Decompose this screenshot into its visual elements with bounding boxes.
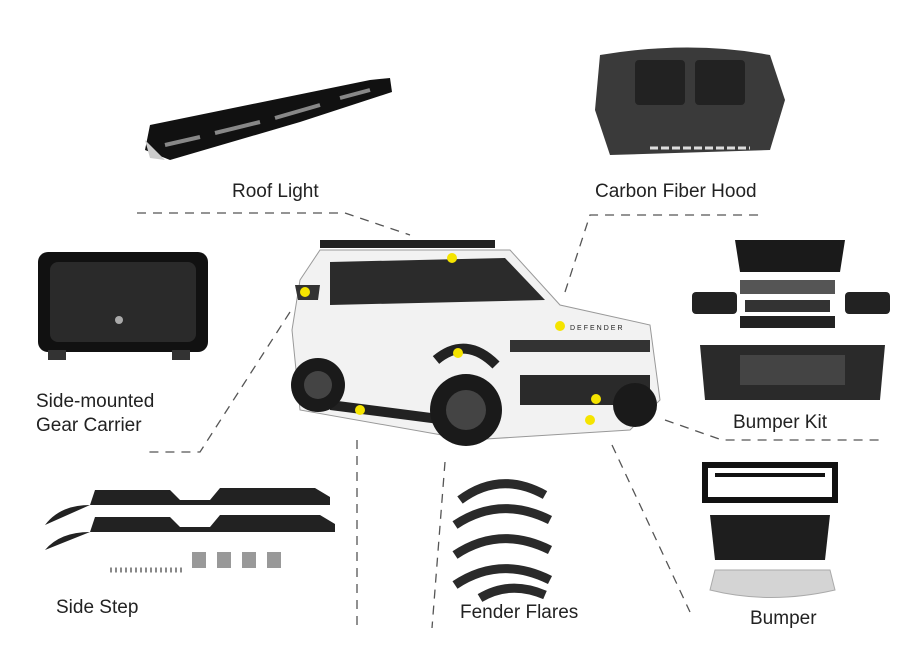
bumper-leader bbox=[611, 444, 691, 613]
hood-leader bbox=[564, 214, 765, 293]
label-bumper-kit: Bumper Kit bbox=[733, 412, 827, 433]
gear-carrier-image bbox=[38, 252, 208, 360]
label-gear-carrier-line2: Gear Carrier bbox=[36, 415, 142, 436]
hood-marker bbox=[555, 321, 565, 331]
label-carbon-fiber-hood: Carbon Fiber Hood bbox=[595, 181, 757, 202]
fender-flares-image bbox=[452, 479, 553, 602]
roof-light-leader bbox=[137, 212, 411, 236]
side-step-marker bbox=[355, 405, 365, 415]
label-side-step: Side Step bbox=[56, 597, 139, 618]
bumper-kit-marker bbox=[591, 394, 601, 404]
bumper-image bbox=[702, 462, 838, 598]
bumper-marker bbox=[585, 415, 595, 425]
label-roof-light: Roof Light bbox=[232, 181, 319, 202]
gear-carrier-marker bbox=[300, 287, 310, 297]
leader-lines bbox=[137, 212, 880, 629]
vehicle-badge: DEFENDER bbox=[570, 325, 625, 332]
label-bumper: Bumper bbox=[750, 608, 817, 629]
label-fender-flares: Fender Flares bbox=[460, 602, 579, 623]
hotspot-markers bbox=[300, 253, 601, 425]
side-step-image bbox=[45, 488, 335, 573]
gear-carrier-leader bbox=[145, 311, 291, 453]
bumper-kit-leader bbox=[664, 419, 880, 441]
fender-flares-leader bbox=[431, 461, 446, 629]
carbon-fiber-hood-image bbox=[595, 47, 785, 155]
fender-marker bbox=[453, 348, 463, 358]
roof-light-marker bbox=[447, 253, 457, 263]
vehicle-image bbox=[291, 240, 661, 446]
roof-light-image bbox=[145, 78, 392, 160]
bumper-kit-image bbox=[692, 240, 890, 400]
label-gear-carrier-line1: Side-mounted bbox=[36, 391, 155, 412]
